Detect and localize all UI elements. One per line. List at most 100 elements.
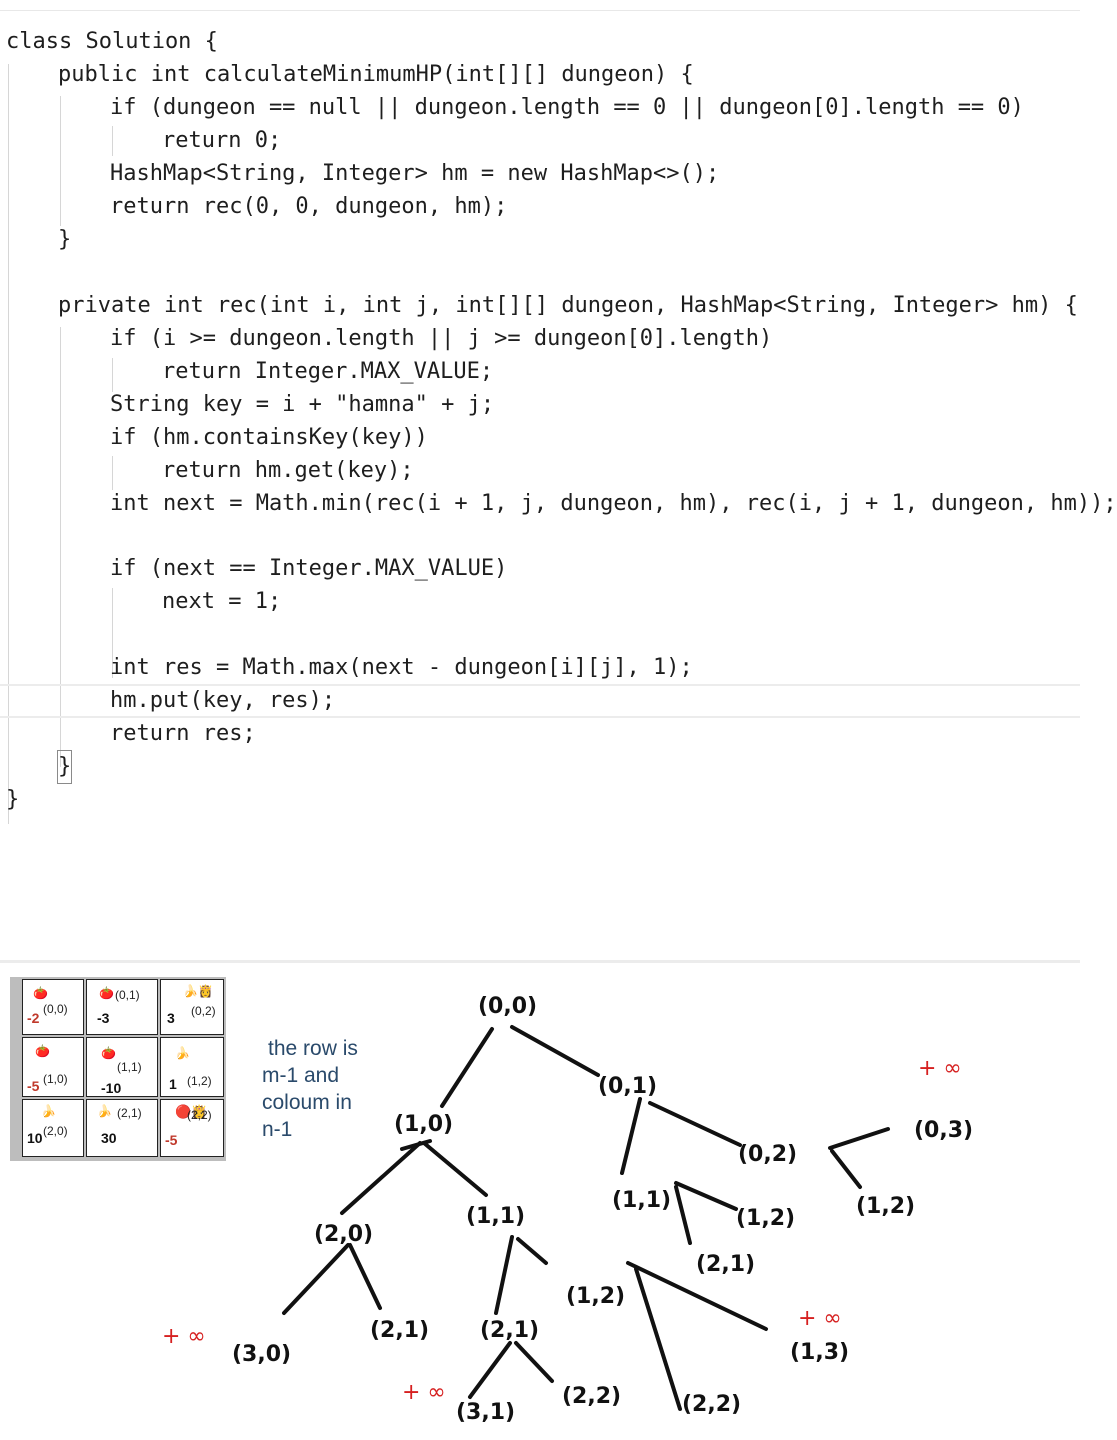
tree-node: (1,2)	[566, 1284, 625, 1309]
tree-node: (2,2)	[682, 1392, 741, 1417]
indent-guide	[8, 64, 9, 824]
tree-edge	[674, 1181, 738, 1211]
tree-edge	[626, 1261, 768, 1331]
infinity-annotation: + ∞	[798, 1306, 842, 1331]
tree-node: (1,3)	[790, 1340, 849, 1365]
tree-edge	[516, 1237, 548, 1265]
code-line: if (dungeon == null || dungeon.length ==…	[110, 95, 1024, 120]
cell-value: 3	[167, 1010, 175, 1026]
tree-node: (0,2)	[738, 1142, 797, 1167]
code-line: return Integer.MAX_VALUE;	[162, 359, 494, 384]
tree-node: (2,1)	[370, 1318, 429, 1343]
tree-edge	[440, 1027, 494, 1108]
indent-guide	[112, 126, 113, 156]
cell-value: -2	[27, 1010, 40, 1026]
enemy-icon: 🍅	[35, 1044, 50, 1058]
notes-sheet: 🍅 (0,0) -2 🍅 (0,1) -3 🍌👸 (0,2) 3 🍅 (1,0)…	[0, 963, 1080, 1440]
tree-edge	[282, 1243, 350, 1315]
code-line: if (i >= dungeon.length || j >= dungeon[…	[110, 326, 773, 351]
code-line: HashMap<String, Integer> hm = new HashMa…	[110, 161, 720, 186]
grid-cell: 🍌 (1,2) 1	[160, 1037, 224, 1097]
tree-edge	[348, 1243, 382, 1310]
tree-node: (0,3)	[914, 1118, 973, 1143]
tree-node: (2,1)	[696, 1252, 755, 1277]
code-line: next = 1;	[162, 589, 282, 614]
indent-guide	[60, 327, 61, 767]
tree-node: (0,0)	[478, 994, 537, 1019]
tree-node: (2,1)	[480, 1318, 539, 1343]
code-line: class Solution {	[6, 29, 218, 54]
cell-coordinate: (1,2)	[187, 1074, 212, 1088]
dungeon-grid: 🍅 (0,0) -2 🍅 (0,1) -3 🍌👸 (0,2) 3 🍅 (1,0)…	[10, 977, 226, 1161]
cell-coordinate: (1,1)	[117, 1060, 142, 1074]
tree-edge	[510, 1025, 600, 1077]
code-editor: class Solution { public int calculateMin…	[0, 22, 1117, 824]
code-line: return res;	[110, 721, 256, 746]
tree-edge	[340, 1141, 422, 1215]
tree-edge	[422, 1141, 488, 1197]
grid-cell: 🍌👸 (0,2) 3	[160, 979, 224, 1035]
grid-cell: 🍅 (1,1) -10	[86, 1037, 158, 1097]
handwritten-note: the row is m-1 and coloum in n-1	[262, 1035, 402, 1143]
cell-coordinate: (0,0)	[43, 1002, 68, 1016]
code-line: }	[58, 227, 72, 252]
tree-node: (1,2)	[856, 1194, 915, 1219]
grid-cell: 🍌 (2,1) 30	[86, 1099, 158, 1157]
enemy-icon: 🍅	[33, 986, 48, 1000]
tree-edge	[830, 1149, 862, 1189]
recursion-tree: (0,0) (1,0) (0,1) (2,0) (1,1) (1,1) (0,2…	[162, 994, 973, 1425]
cell-value: -5	[165, 1132, 178, 1148]
code-line: return hm.get(key);	[162, 458, 414, 483]
enemy-princess-icon: 🔴👸	[175, 1104, 208, 1119]
infinity-annotation: + ∞	[162, 1324, 206, 1349]
infinity-annotation: + ∞	[402, 1380, 446, 1405]
code-line: if (next == Integer.MAX_VALUE)	[110, 556, 508, 581]
cell-value: -5	[27, 1078, 40, 1094]
cell-coordinate: (0,2)	[191, 1004, 216, 1018]
enemy-icon: 🍅	[101, 1046, 116, 1060]
code-line: public int calculateMinimumHP(int[][] du…	[58, 62, 694, 87]
grid-cell: 🍅 (0,1) -3	[86, 979, 158, 1035]
code-line: hm.put(key, res);	[110, 688, 336, 713]
tree-node: (1,1)	[466, 1204, 525, 1229]
indent-guide	[60, 96, 61, 226]
tree-edge	[514, 1341, 554, 1383]
photo-divider	[0, 960, 1080, 963]
code-line: return rec(0, 0, dungeon, hm);	[110, 194, 508, 219]
tree-node: (1,2)	[736, 1206, 795, 1231]
tree-node: (2,0)	[314, 1222, 373, 1247]
code-line: return 0;	[162, 128, 282, 153]
grid-cell: 🍅 (0,0) -2	[22, 979, 84, 1035]
indent-guide	[112, 588, 113, 678]
cell-value: -3	[97, 1010, 110, 1026]
cell-coordinate: (2,0)	[43, 1124, 68, 1138]
banana-icon: 🍌	[97, 1104, 112, 1118]
tree-edge	[648, 1101, 742, 1147]
cell-value: -10	[101, 1080, 122, 1096]
banana-icon: 🍌	[175, 1046, 190, 1060]
tree-node: (1,1)	[612, 1188, 671, 1213]
enemy-icon: 🍅	[99, 986, 114, 1000]
tree-edge	[620, 1097, 642, 1175]
infinity-annotation: + ∞	[918, 1056, 962, 1081]
code-line: if (hm.containsKey(key))	[110, 425, 428, 450]
code-line: int res = Math.max(next - dungeon[i][j],…	[110, 655, 693, 680]
cell-coordinate: (1,0)	[43, 1072, 68, 1086]
tree-node: (3,1)	[456, 1400, 515, 1425]
note-line: m-1 and	[262, 1064, 340, 1087]
note-line: n-1	[262, 1118, 293, 1141]
tree-node: (1,0)	[394, 1112, 453, 1137]
cell-coordinate: (0,1)	[115, 988, 140, 1002]
current-line-top	[0, 684, 1080, 686]
note-line: the row is	[268, 1037, 358, 1060]
cell-coordinate: (2,2)	[187, 1108, 212, 1122]
indent-guide	[112, 456, 113, 490]
tree-node: (2,2)	[562, 1384, 621, 1409]
code-line: private int rec(int i, int j, int[][] du…	[58, 293, 1078, 318]
grid-cell: 🍌 (2,0) 10	[22, 1099, 84, 1157]
indent-guide	[112, 358, 113, 392]
code-line: }	[56, 750, 73, 784]
top-divider	[0, 10, 1080, 11]
tree-edge	[674, 1185, 692, 1245]
cell-value: 10	[27, 1130, 43, 1146]
